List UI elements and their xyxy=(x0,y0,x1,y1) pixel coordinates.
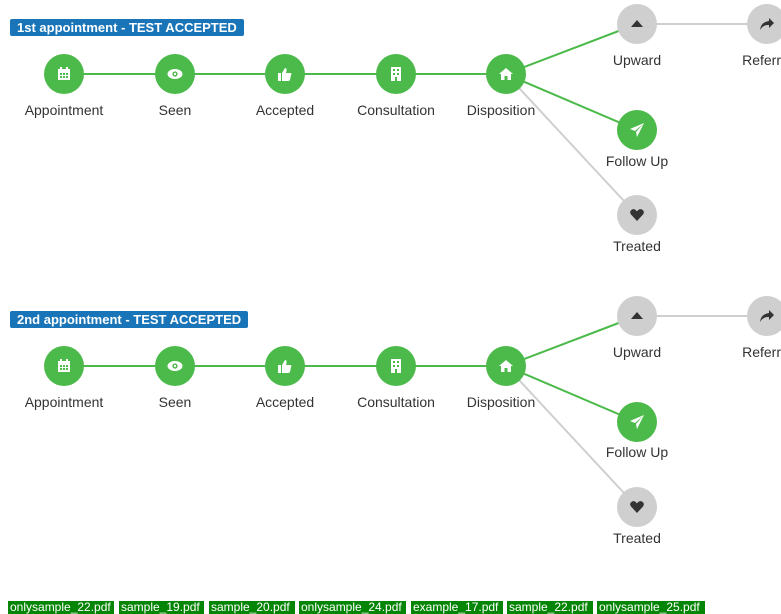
step-label-referral: Referral xyxy=(742,344,781,360)
workflow-connectors xyxy=(64,315,767,508)
caret-up-icon xyxy=(631,20,643,27)
appointment-2: 2nd appointment - TEST ACCEPTED Appointm… xyxy=(0,292,781,562)
step-referral[interactable] xyxy=(747,296,781,336)
step-label-disposition: Disposition xyxy=(466,394,536,410)
step-referral[interactable] xyxy=(747,4,781,44)
eye-icon xyxy=(167,69,183,79)
caret-up-icon xyxy=(631,312,643,319)
step-disposition[interactable] xyxy=(486,346,526,386)
home-icon xyxy=(499,360,513,372)
building-icon xyxy=(391,359,401,373)
attachment-link[interactable]: onlysample_25.pdf xyxy=(597,601,705,614)
share-icon xyxy=(760,18,774,30)
attachment-list: onlysample_22.pdf sample_19.pdf sample_2… xyxy=(0,601,781,614)
attachment-link[interactable]: example_17.pdf xyxy=(411,601,503,614)
branch-follow-up[interactable] xyxy=(617,110,657,150)
step-accepted[interactable] xyxy=(265,346,305,386)
step-appointment[interactable] xyxy=(44,346,84,386)
attachment-link[interactable]: sample_19.pdf xyxy=(119,601,204,614)
branch-label-treated: Treated xyxy=(613,530,661,546)
step-label-disposition: Disposition xyxy=(466,102,536,118)
step-label-referral: Referral xyxy=(742,52,781,68)
step-accepted[interactable] xyxy=(265,54,305,94)
step-label-seen: Seen xyxy=(158,102,192,118)
step-label-accepted: Accepted xyxy=(255,394,315,410)
appointment-title-badge: 2nd appointment - TEST ACCEPTED xyxy=(10,311,249,328)
workflow-connectors xyxy=(64,23,767,216)
branch-label-upward: Upward xyxy=(612,52,662,68)
step-label-consultation: Consultation xyxy=(357,394,435,410)
branch-follow-up[interactable] xyxy=(617,402,657,442)
paper-plane-icon xyxy=(630,123,644,137)
share-icon xyxy=(760,310,774,322)
branch-label-upward: Upward xyxy=(612,344,662,360)
branch-treated[interactable] xyxy=(617,487,657,527)
branch-label-treated: Treated xyxy=(613,238,661,254)
heart-icon xyxy=(630,209,644,221)
thumbs-up-icon xyxy=(278,68,292,81)
branch-label-follow-up: Follow Up xyxy=(605,153,669,169)
step-label-consultation: Consultation xyxy=(357,102,435,118)
step-label-accepted: Accepted xyxy=(255,102,315,118)
step-seen[interactable] xyxy=(155,346,195,386)
paper-plane-icon xyxy=(630,415,644,429)
home-icon xyxy=(499,68,513,80)
step-seen[interactable] xyxy=(155,54,195,94)
attachment-link[interactable]: sample_20.pdf xyxy=(209,601,295,614)
appointment-1: 1st appointment - TEST ACCEPTED Appointm… xyxy=(0,0,781,270)
calendar-icon xyxy=(58,359,70,372)
step-consultation[interactable] xyxy=(376,346,416,386)
branch-upward[interactable] xyxy=(617,4,657,44)
building-icon xyxy=(391,67,401,81)
branch-upward[interactable] xyxy=(617,296,657,336)
thumbs-up-icon xyxy=(278,360,292,373)
step-appointment[interactable] xyxy=(44,54,84,94)
attachment-link[interactable]: sample_22.pdf xyxy=(507,601,593,614)
branch-treated[interactable] xyxy=(617,195,657,235)
eye-icon xyxy=(167,361,183,371)
calendar-icon xyxy=(58,67,70,80)
attachment-link[interactable]: onlysample_22.pdf xyxy=(8,601,114,614)
step-label-seen: Seen xyxy=(158,394,192,410)
branch-label-follow-up: Follow Up xyxy=(605,444,669,460)
step-disposition[interactable] xyxy=(486,54,526,94)
attachment-link[interactable]: onlysample_24.pdf xyxy=(299,601,406,614)
step-label-appointment: Appointment xyxy=(24,394,104,410)
heart-icon xyxy=(630,501,644,513)
appointment-title-badge: 1st appointment - TEST ACCEPTED xyxy=(10,19,244,36)
step-consultation[interactable] xyxy=(376,54,416,94)
step-label-appointment: Appointment xyxy=(24,102,104,118)
